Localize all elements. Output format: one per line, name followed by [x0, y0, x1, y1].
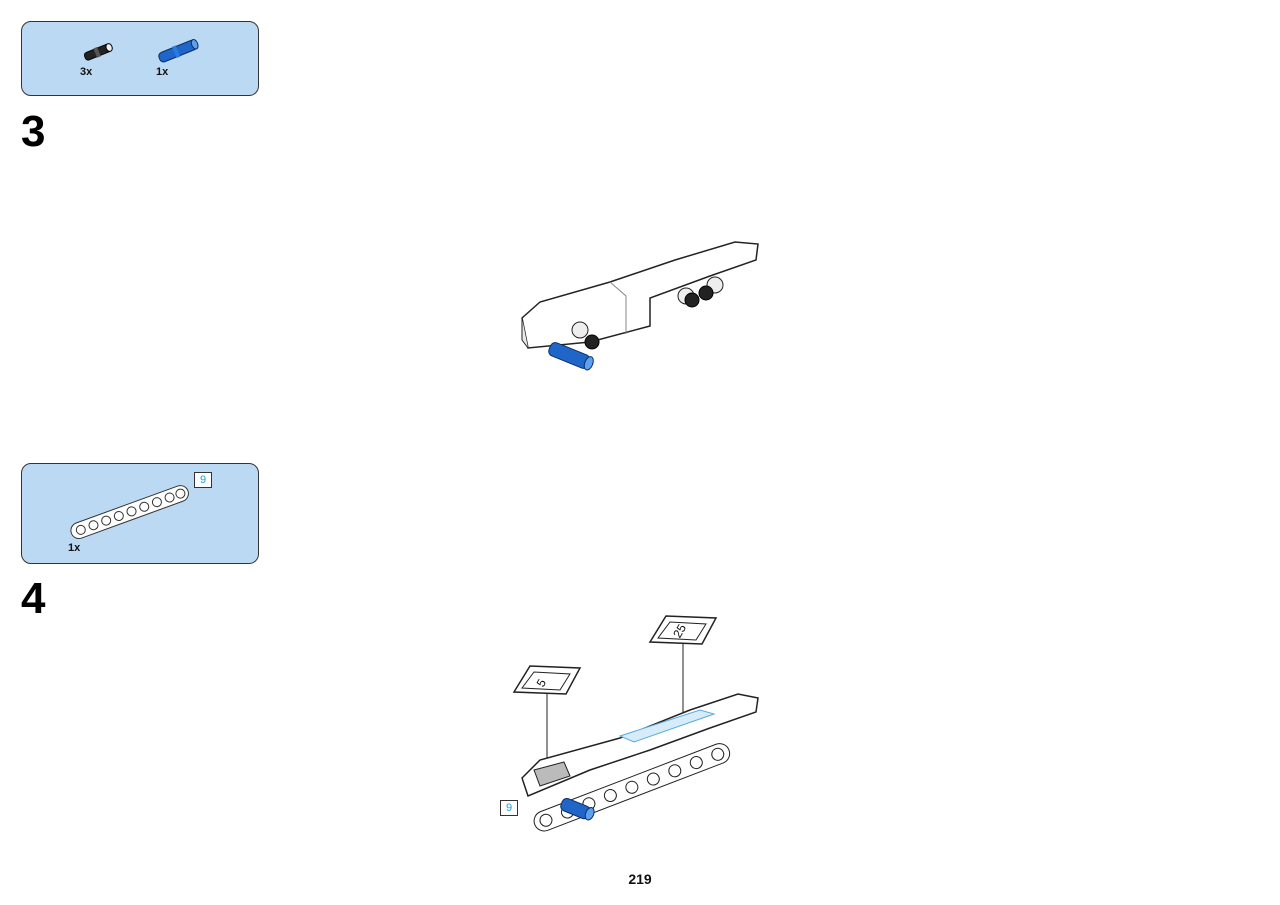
white-liftarm-9-icon	[70, 485, 189, 540]
black-friction-pin-icon	[83, 43, 113, 61]
parts-list-step-4: 9 1x	[21, 463, 259, 564]
step-4-assembly-image	[512, 615, 759, 832]
step-number: 3	[21, 107, 46, 156]
blue-axle-pin-icon	[158, 38, 199, 63]
parts-list-step-3: 3x 1x	[21, 21, 259, 96]
part-qty: 1x	[156, 66, 169, 78]
step-number: 4	[21, 574, 46, 623]
callout-length-tag: 9	[500, 800, 518, 816]
page-number: 219	[628, 871, 652, 887]
step-3-assembly-image	[521, 241, 759, 371]
part-qty: 3x	[80, 66, 93, 78]
part-qty: 1x	[68, 542, 81, 554]
part-length-tag: 9	[194, 472, 212, 488]
